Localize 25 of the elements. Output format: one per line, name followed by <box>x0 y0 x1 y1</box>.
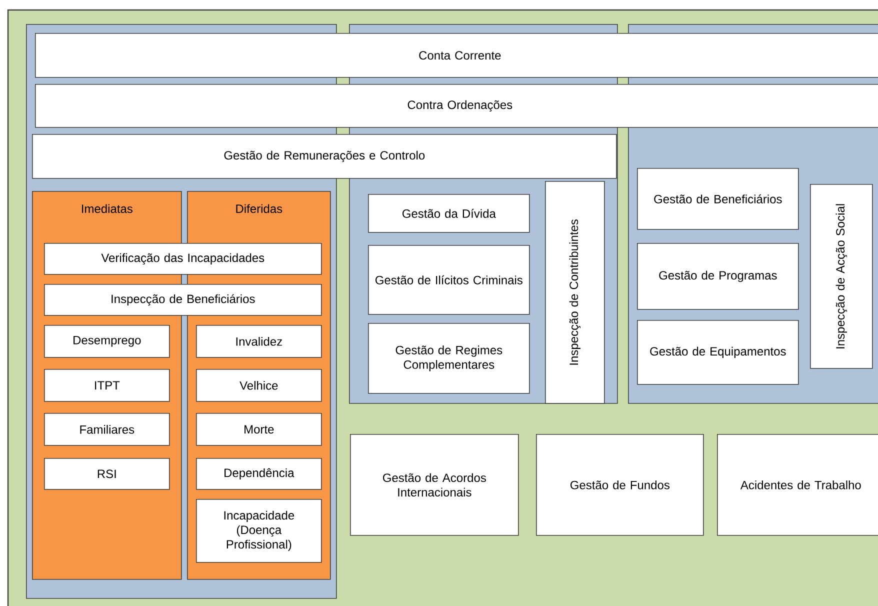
process-box: Incapacidade (Doença Profissional) <box>196 499 322 563</box>
process-box: Gestão da Dívida <box>368 194 530 233</box>
process-box: Gestão de Ilícitos Criminais <box>368 245 530 315</box>
vertical-box: Inspecção de Contribuintes <box>545 181 605 404</box>
process-box: Gestão de Acordos Internacionais <box>350 434 519 536</box>
process-box: Familiares <box>44 413 170 446</box>
process-box: Desemprego <box>44 325 170 358</box>
process-box: RSI <box>44 458 170 490</box>
process-box: Dependência <box>196 458 322 490</box>
process-box: Gestão de Fundos <box>536 434 704 536</box>
process-box: Acidentes de Trabalho <box>717 434 878 536</box>
process-box: Conta Corrente <box>35 33 878 78</box>
process-box: Gestão de Beneficiários <box>637 168 799 230</box>
process-box: Gestão de Regimes Complementares <box>368 323 530 394</box>
process-box: Inspecção de Beneficiários <box>44 284 322 316</box>
process-box: Gestão de Equipamentos <box>637 320 799 385</box>
process-box: ITPT <box>44 369 170 402</box>
process-box: Verificação das Incapacidades <box>44 243 322 275</box>
process-box: Morte <box>196 413 322 446</box>
process-box: Gestão de Remunerações e Controlo <box>32 134 617 179</box>
process-box: Invalidez <box>196 325 322 358</box>
process-box: Gestão de Programas <box>637 243 799 310</box>
process-box: Velhice <box>196 369 322 402</box>
process-box: Contra Ordenações <box>35 84 878 128</box>
vertical-box: Inspecção de Acção Social <box>810 184 873 369</box>
